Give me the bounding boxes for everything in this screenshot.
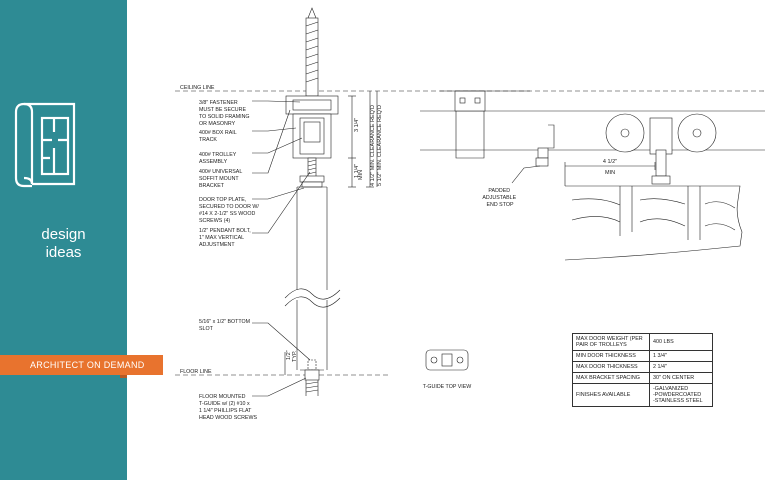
dim-min: MIN — [358, 170, 364, 180]
sidebar-title-line1: design — [41, 226, 86, 243]
trolley-wheel-right — [677, 113, 717, 153]
spec-value: 1 3/4" — [649, 350, 713, 362]
technical-drawing: CEILING LINE FLOOR LINE 3/8" FASTENER MU… — [175, 7, 765, 421]
dim-bottom-typ: TYP. — [292, 350, 298, 362]
pendant-bolt-label: 1/2" PENDANT BOLT, 1" MAX VERTICAL ADJUS… — [199, 228, 252, 248]
trolley-wheel-left — [605, 113, 645, 153]
spec-value: -GALVANIZED-POWDERCOATED-STAINLESS STEEL — [649, 383, 713, 407]
trolley-assembly — [299, 117, 325, 155]
architect-banner: ARCHITECT ON DEMAND — [0, 355, 163, 375]
spec-key: MAX DOOR WEIGHT (PER PAIR OF TROLLEYS — [572, 333, 650, 351]
floor-line-label: FLOOR LINE — [180, 369, 212, 375]
end-stop — [548, 124, 555, 149]
sidebar: design ideas — [0, 0, 127, 480]
sidebar-title-line2: ideas — [45, 244, 82, 261]
floor-guide-label: FLOOR MOUNTED T-GUIDE w/ (2) #10 x 1 1/4… — [199, 394, 257, 421]
dim-1-1-4: 1 1/4" — [354, 164, 360, 178]
bottom-slot-label: 5/16" x 1/2" BOTTOM SLOT — [199, 319, 252, 332]
dim-bottom: 1/2" — [286, 350, 292, 360]
lag-bolt — [305, 17, 319, 97]
soffit-label: 400# UNIVERSAL SOFFIT MOUNT BRACKET — [199, 169, 244, 189]
door-panel — [296, 187, 328, 290]
t-guide-view-label: T-GUIDE TOP VIEW — [423, 384, 472, 390]
blueprint-floorplan-icon — [14, 102, 76, 188]
top-plate-label: DOOR TOP PLATE, SECURED TO DOOR W/ #14 X… — [199, 197, 260, 224]
fastener-label: 3/8" FASTENER MUST BE SECURE TO SOLID FR… — [199, 100, 251, 127]
spec-key: MAX BRACKET SPACING — [572, 372, 650, 384]
spec-row: FINISHES AVAILABLE-GALVANIZED-POWDERCOAT… — [572, 383, 713, 407]
box-rail-label: 400# BOX RAIL TRACK — [199, 130, 238, 143]
side-door — [564, 185, 743, 261]
banner-fold — [120, 372, 127, 378]
spec-key: MIN DOOR THICKNESS — [572, 350, 650, 362]
trolley-label: 400# TROLLEY ASSEMBLY — [199, 152, 238, 165]
clearance-1: 4 1/2" MIN. CLEARANCE REQ'D — [370, 105, 376, 186]
floor-t-guide — [304, 369, 320, 381]
dim-side-min: MIN — [605, 170, 615, 176]
side-bracket — [454, 90, 486, 112]
clearance-2: 5 1/2" MIN. CLEARANCE REQ'D — [377, 105, 383, 186]
spec-key: MAX DOOR THICKNESS — [572, 361, 650, 373]
dim-3-1-4: 3 1/4" — [354, 118, 360, 132]
soffit-bracket — [285, 95, 339, 115]
dim-side: 4 1/2" — [603, 159, 617, 165]
spec-value: 2 1/4" — [649, 361, 713, 373]
spec-value: 30" ON CENTER — [649, 372, 713, 384]
ceiling-line-label: CEILING LINE — [180, 85, 215, 91]
end-stop-label: PADDED ADJUSTABLE END STOP — [482, 188, 517, 208]
t-guide-top-view — [425, 349, 469, 371]
spec-value: 400 LBS — [649, 333, 713, 351]
spec-key: FINISHES AVAILABLE — [572, 383, 650, 407]
